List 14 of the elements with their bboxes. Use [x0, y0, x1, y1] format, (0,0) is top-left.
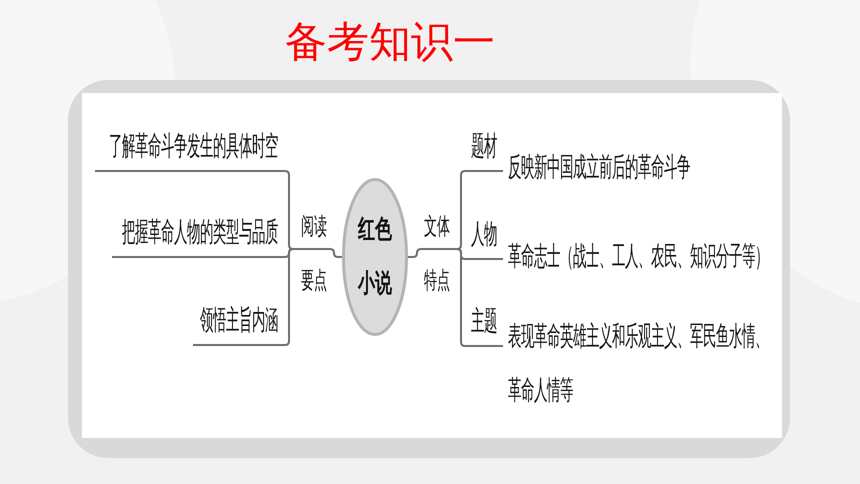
branch-line — [329, 248, 342, 258]
branch-line — [284, 248, 298, 346]
branch-line — [453, 248, 466, 347]
slide-title: 备考知识一 — [285, 17, 495, 67]
category-label: 题材 — [465, 128, 503, 172]
branch-line — [408, 248, 422, 258]
topic-ellipse: 红色小说 — [342, 178, 408, 336]
branch-item: 了解革命斗争发生的具体时空 — [95, 122, 285, 172]
category-label: 主题 — [465, 303, 503, 347]
branch-item: 把握革命人物的类型与品质 — [112, 208, 285, 258]
description-text: 革命志士（战士、工人、农民、知识分子等） — [508, 245, 768, 273]
description-text: 表现革命英雄主义和乐观主义、军民鱼水情、革命人情等 — [508, 321, 769, 409]
category-label: 人物 — [465, 216, 503, 260]
branch-item: 领悟主旨内涵 — [193, 296, 285, 346]
